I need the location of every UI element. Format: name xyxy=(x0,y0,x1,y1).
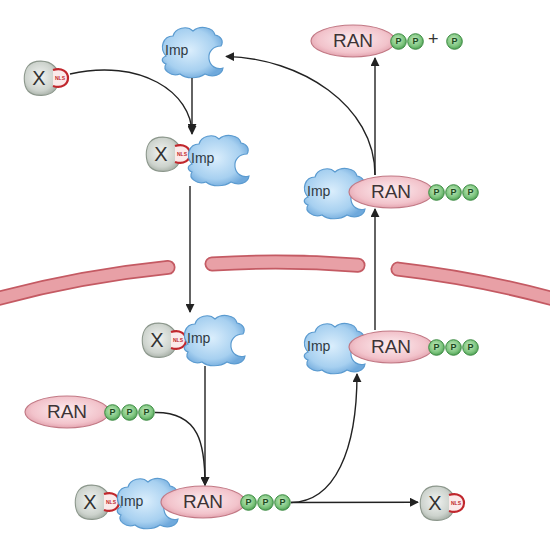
phosphate-label: P xyxy=(240,494,257,511)
cargo-label: X xyxy=(73,490,107,514)
phosphate-label: P xyxy=(257,494,274,511)
flow-arrow xyxy=(226,56,375,175)
ran-label: RAN xyxy=(160,485,246,519)
phosphate-label: P xyxy=(138,404,155,421)
phosphate-circle: P xyxy=(445,339,462,356)
ran-gtpase-oval: RAN xyxy=(348,175,434,209)
importin-label: Imp xyxy=(307,338,330,354)
nls-label: NLS xyxy=(104,499,118,505)
membrane-fill xyxy=(0,267,168,300)
phosphate-label: P xyxy=(445,339,462,356)
flow-arrow xyxy=(70,70,192,134)
importin-label: Imp xyxy=(191,150,214,166)
phosphate-circle: P xyxy=(445,184,462,201)
importin-label: Imp xyxy=(165,42,188,58)
cargo-label: X xyxy=(418,491,452,515)
phosphate-circle: P xyxy=(462,339,479,356)
membrane-fill xyxy=(398,269,550,301)
cargo-label: X xyxy=(144,142,178,166)
phosphate-label: P xyxy=(446,33,463,50)
ran-gtpase-oval: RAN xyxy=(160,485,246,519)
importin-label: Imp xyxy=(307,183,330,199)
flow-arrow xyxy=(191,78,192,132)
phosphate-circle: P xyxy=(138,404,155,421)
cargo-protein: XNLS xyxy=(144,134,192,174)
plus-sign: + xyxy=(428,29,439,50)
phosphate-label: P xyxy=(274,494,291,511)
phosphate-label: P xyxy=(121,404,138,421)
phosphate-circle: P xyxy=(462,184,479,201)
phosphate-label: P xyxy=(462,339,479,356)
phosphate-circle: P xyxy=(446,33,463,50)
flow-arrow xyxy=(204,366,205,485)
nls-label: NLS xyxy=(449,500,463,506)
flow-arrow xyxy=(374,58,375,175)
nls-label: NLS xyxy=(175,151,189,157)
ran-label: RAN xyxy=(24,395,110,429)
nls-label: NLS xyxy=(171,337,185,343)
phosphate-circle: P xyxy=(104,404,121,421)
importin-shape: Imp xyxy=(180,312,248,366)
ran-gtpase-oval: RAN xyxy=(310,24,396,58)
cargo-label: X xyxy=(22,66,56,90)
ran-label: RAN xyxy=(310,24,396,58)
flow-arrow xyxy=(374,209,375,330)
importin-label: Imp xyxy=(187,330,210,346)
cargo-label: X xyxy=(140,328,174,352)
flow-arrow xyxy=(291,374,357,503)
ran-gtpase-oval: RAN xyxy=(348,330,434,364)
cargo-protein: XNLS xyxy=(418,483,466,523)
flow-arrow xyxy=(291,502,418,504)
phosphate-label: P xyxy=(428,184,445,201)
phosphate-label: P xyxy=(390,33,407,50)
membrane-fill xyxy=(212,262,358,265)
membrane-outline xyxy=(0,267,168,300)
phosphate-circle: P xyxy=(428,339,445,356)
phosphate-circle: P xyxy=(428,184,445,201)
phosphate-circle: P xyxy=(390,33,407,50)
phosphate-label: P xyxy=(462,184,479,201)
phosphate-label: P xyxy=(428,339,445,356)
phosphate-label: P xyxy=(445,184,462,201)
nls-label: NLS xyxy=(53,75,67,81)
phosphate-circle: P xyxy=(240,494,257,511)
phosphate-circle: P xyxy=(121,404,138,421)
cargo-protein: XNLS xyxy=(22,58,70,98)
phosphate-label: P xyxy=(407,33,424,50)
membrane-outline xyxy=(398,269,550,301)
flow-arrow xyxy=(189,186,190,312)
cargo-protein: XNLS xyxy=(73,482,121,522)
importin-shape: Imp xyxy=(184,132,252,186)
phosphate-circle: P xyxy=(407,33,424,50)
ran-label: RAN xyxy=(348,330,434,364)
ran-label: RAN xyxy=(348,175,434,209)
phosphate-circle: P xyxy=(274,494,291,511)
phosphate-label: P xyxy=(104,404,121,421)
flow-arrow xyxy=(155,412,205,485)
importin-shape: Imp xyxy=(158,24,226,78)
membrane-outline xyxy=(212,262,358,265)
ran-gtpase-oval: RAN xyxy=(24,395,110,429)
phosphate-circle: P xyxy=(257,494,274,511)
cargo-protein: XNLS xyxy=(140,320,188,360)
importin-label: Imp xyxy=(120,493,143,509)
